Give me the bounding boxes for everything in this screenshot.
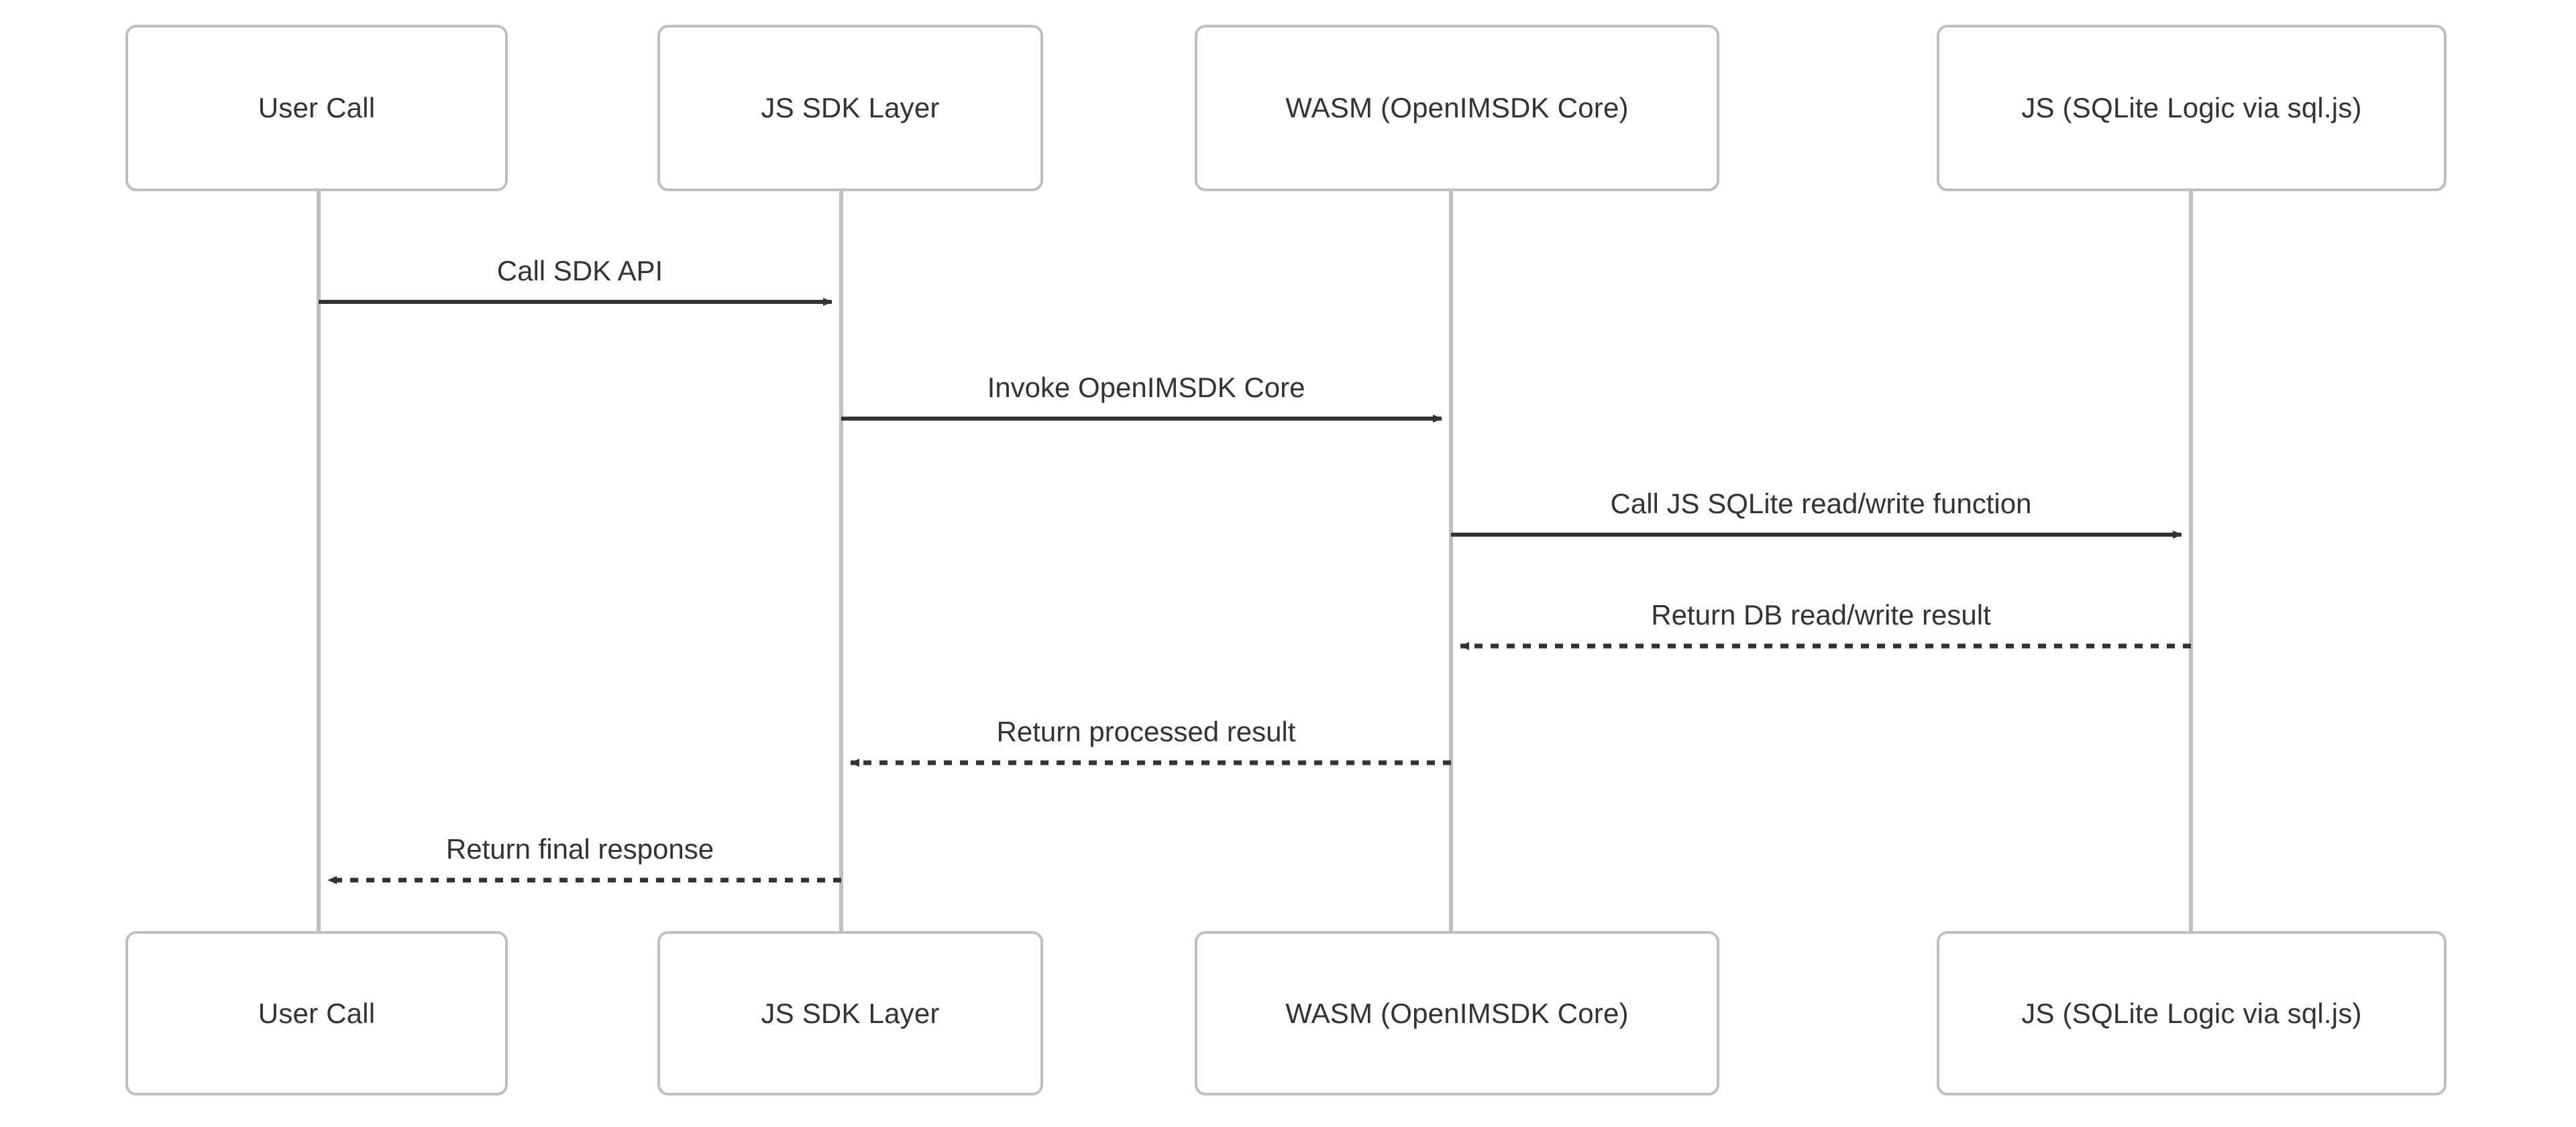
message-label-5: Return processed result: [996, 716, 1296, 747]
message-arrows-group: [319, 298, 2191, 884]
participant-box-top-js-sqlite[interactable]: JS (SQLite Logic via sql.js): [1937, 25, 2447, 191]
participant-label-user-call: User Call: [258, 92, 376, 123]
message-label-3: Call JS SQLite read/write function: [1610, 488, 2032, 519]
message-label-6: Return final response: [445, 833, 714, 865]
participant-box-bottom-js-sqlite[interactable]: JS (SQLite Logic via sql.js): [1937, 931, 2447, 1095]
participant-box-bottom-user-call[interactable]: User Call: [125, 931, 508, 1095]
participant-label-user-call: User Call: [258, 997, 376, 1029]
participant-box-bottom-js-sdk-layer[interactable]: JS SDK Layer: [657, 931, 1043, 1095]
participant-label-js-sqlite: JS (SQLite Logic via sql.js): [2021, 92, 2362, 123]
participant-label-js-sqlite: JS (SQLite Logic via sql.js): [2021, 997, 2362, 1029]
participant-label-js-sdk-layer: JS SDK Layer: [761, 92, 940, 123]
participant-box-top-js-sdk-layer[interactable]: JS SDK Layer: [657, 25, 1043, 191]
message-label-1: Call SDK API: [496, 255, 663, 286]
participant-box-top-wasm-core[interactable]: WASM (OpenIMSDK Core): [1195, 25, 1719, 191]
participant-box-bottom-wasm-core[interactable]: WASM (OpenIMSDK Core): [1195, 931, 1719, 1095]
participant-label-wasm-core: WASM (OpenIMSDK Core): [1285, 92, 1629, 123]
participant-box-top-user-call[interactable]: User Call: [125, 25, 508, 191]
participant-label-js-sdk-layer: JS SDK Layer: [761, 997, 940, 1029]
message-label-2: Invoke OpenIMSDK Core: [987, 372, 1305, 403]
lifelines-group: [317, 191, 2193, 931]
message-label-4: Return DB read/write result: [1651, 599, 1991, 631]
participant-label-wasm-core: WASM (OpenIMSDK Core): [1285, 997, 1629, 1029]
